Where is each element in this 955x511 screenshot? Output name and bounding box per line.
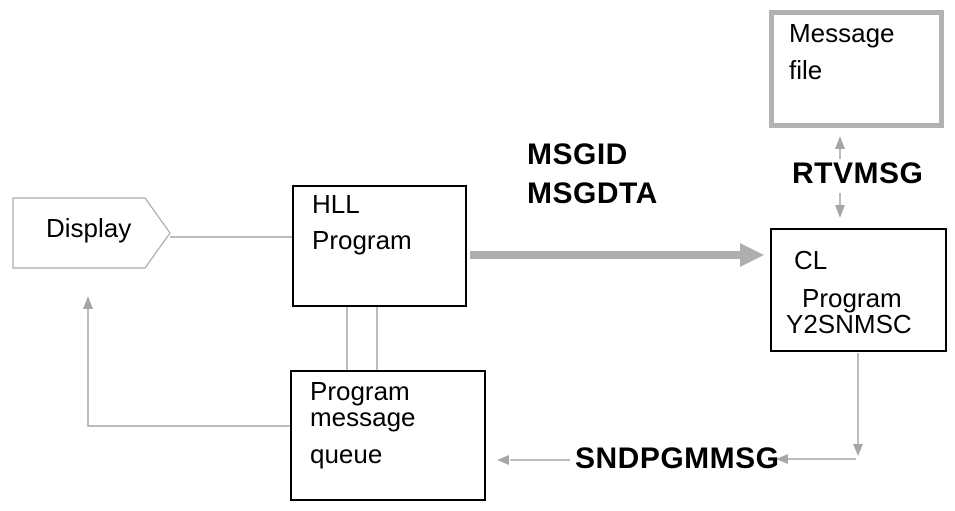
left-arrowhead xyxy=(497,455,509,465)
msgid-label: MSGID xyxy=(527,138,628,171)
rtvmsg-label: RTVMSG xyxy=(792,157,924,190)
down-arrowhead xyxy=(853,444,863,456)
cl-program-label-line1: CL xyxy=(794,245,828,275)
queue-label-line1: Program xyxy=(310,376,410,406)
message-file-label-line2: file xyxy=(789,55,823,85)
queue-label-line3: queue xyxy=(310,439,383,469)
left-arrowhead xyxy=(776,454,788,464)
message-file-box xyxy=(769,10,944,128)
cl-program-box xyxy=(770,228,947,352)
queue-to-display-arrow xyxy=(83,296,290,427)
queue-label-line2: message xyxy=(310,402,416,432)
up-arrowhead xyxy=(835,136,845,149)
right-arrowhead xyxy=(740,243,764,267)
hll-program-label-line2: Program xyxy=(312,225,412,255)
down-arrowhead xyxy=(835,205,845,218)
msgdta-label: MSGDTA xyxy=(527,177,658,210)
cl-program-label-line3: Y2SNMSC xyxy=(786,309,912,339)
hll-program-label-line1: HLL xyxy=(312,189,360,219)
message-file-label-line1: Message xyxy=(789,18,895,48)
up-arrowhead xyxy=(83,296,93,309)
sndpgmmsg-label: SNDPGMMSG xyxy=(575,442,780,475)
program-message-queue-box xyxy=(290,370,486,501)
msgfile-cl-double-arrow xyxy=(835,136,845,218)
display-terminal-shape xyxy=(12,197,171,269)
display-label: Display xyxy=(46,213,132,243)
hll-to-cl-thick-arrow xyxy=(470,243,764,267)
cl-program-label-line2: Program xyxy=(802,283,902,313)
sndpgmmsg-to-queue-arrow xyxy=(497,455,570,465)
hll-program-box xyxy=(292,185,467,307)
cl-to-sndpgmmsg-arrow xyxy=(776,353,863,464)
